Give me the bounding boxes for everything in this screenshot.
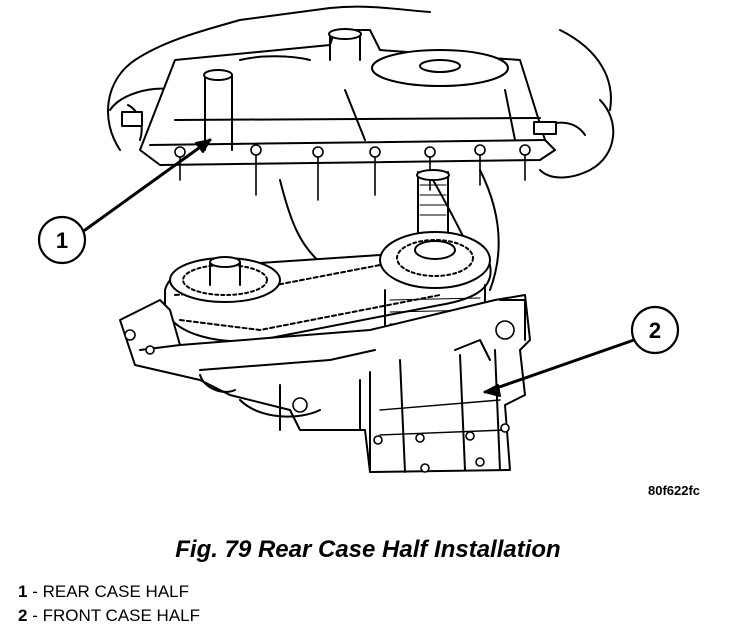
callout-2-number: 2	[649, 318, 661, 343]
legend-label: FRONT CASE HALF	[42, 606, 201, 625]
legend-label: REAR CASE HALF	[42, 582, 190, 601]
legend-separator: -	[27, 606, 43, 625]
drive-chain-drawing	[164, 231, 492, 343]
legend-separator: -	[27, 582, 43, 601]
callout-1-number: 1	[56, 228, 68, 253]
transfer-case-illustration: 1 2	[37, 5, 680, 473]
figure-caption: Fig. 79 Rear Case Half Installation	[175, 536, 561, 563]
callout-2	[483, 305, 680, 397]
legend-item-1: 1 - REAR CASE HALF	[18, 582, 189, 602]
callout-1	[37, 138, 212, 265]
legend-item-2: 2 - FRONT CASE HALF	[18, 606, 200, 626]
output-shaft-drawing	[416, 169, 450, 241]
figure-reference-code: 80f622fc	[648, 483, 701, 498]
rear-case-half-drawing	[121, 28, 557, 201]
legend-number: 1	[18, 582, 28, 601]
front-case-half-drawing	[119, 294, 531, 473]
legend-number: 2	[18, 606, 28, 625]
